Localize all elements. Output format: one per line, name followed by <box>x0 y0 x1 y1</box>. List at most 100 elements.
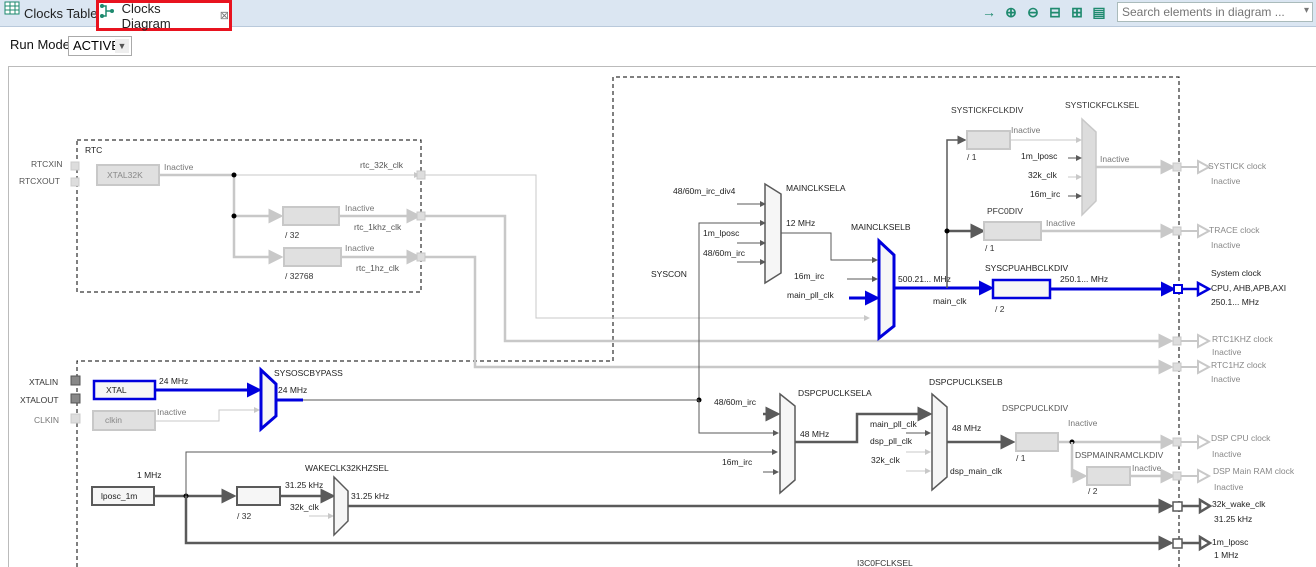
dspramdiv-block[interactable] <box>1086 466 1131 486</box>
pfc0div-block[interactable] <box>983 221 1042 241</box>
chevron-down-icon[interactable]: ▼ <box>115 39 129 53</box>
search-box[interactable]: ▾ <box>1117 2 1313 22</box>
search-input[interactable] <box>1118 3 1296 21</box>
pin-rtcxout: RTCXOUT <box>19 176 60 186</box>
rtc-out2: rtc_1khz_clk <box>354 222 402 232</box>
dspselb-mux[interactable] <box>931 392 948 492</box>
clkin-label: clkin <box>105 415 122 425</box>
dspsela-title: DSPCPUCLKSELA <box>798 388 872 398</box>
mainclkselb-out: 500.21... MHz <box>898 274 951 284</box>
wakesel-title: WAKECLK32KHZSEL <box>305 463 389 473</box>
zoom-out-icon[interactable]: ⊖ <box>1027 4 1039 20</box>
chevron-down-icon[interactable]: ▾ <box>1303 5 1309 16</box>
pin-xtalout: XTALOUT <box>20 395 59 405</box>
xtal-freq: 24 MHz <box>159 376 188 386</box>
dspsela-in1: 48/60m_irc <box>714 397 757 407</box>
rtc-div32768: / 32768 <box>285 271 314 281</box>
rtc-status2: Inactive <box>345 243 375 253</box>
out-lposc: 1m_lposc <box>1212 537 1249 547</box>
dspsela-out: 48 MHz <box>800 429 829 439</box>
out-dspram: DSP Main RAM clock <box>1213 466 1295 476</box>
rtc-title: RTC <box>85 145 102 155</box>
run-mode-label: Run Mode <box>10 37 70 52</box>
out-systick: SYSTICK clock <box>1208 161 1267 171</box>
xtal32k-label: XTAL32K <box>107 170 143 180</box>
systicksel-mux[interactable] <box>1081 117 1097 217</box>
pin-clkin: CLKIN <box>34 415 59 425</box>
dspramdiv-title: DSPMAINRAMCLKDIV <box>1075 450 1164 460</box>
dspramdiv-val: / 2 <box>1088 486 1098 496</box>
arrow-right-icon[interactable]: → <box>982 4 996 20</box>
dspsela-mux[interactable] <box>779 392 796 495</box>
mainclksela-out: 12 MHz <box>786 218 815 228</box>
pin-icon[interactable] <box>70 413 81 424</box>
tab-label: Clocks Diagram <box>121 0 171 31</box>
mainclksela-mux[interactable] <box>764 182 782 285</box>
tab-clocks-table[interactable]: Clocks Table <box>4 0 97 26</box>
systicksel-in3: 16m_irc <box>1030 189 1061 199</box>
out-system: System clock <box>1211 268 1262 278</box>
cpudiv-title: SYSCPUAHBCLKDIV <box>985 263 1068 273</box>
dspselb-title: DSPCPUCLKSELB <box>929 377 1003 387</box>
systickdiv-block[interactable] <box>966 130 1011 150</box>
dspselb-out: 48 MHz <box>952 423 981 433</box>
out-system-sub: CPU, AHB,APB,AXI <box>1211 283 1286 293</box>
rtc-div32: / 32 <box>285 230 299 240</box>
run-mode-value: ACTIVE <box>73 38 120 53</box>
dspcpudiv-status: Inactive <box>1068 418 1098 428</box>
cpudiv-out: 250.1... MHz <box>1060 274 1108 284</box>
dspselb-in1: main_pll_clk <box>870 419 918 429</box>
systicksel-status: Inactive <box>1100 154 1130 164</box>
mainclkselb-mux[interactable] <box>877 237 896 342</box>
out-wake-status: 31.25 kHz <box>1214 514 1252 524</box>
comment-icon[interactable]: ▤ <box>1092 4 1106 20</box>
sysoscbypass-mux[interactable] <box>259 366 278 433</box>
out-rtc1khz: RTC1KHZ clock <box>1212 334 1274 344</box>
zoom-in-icon[interactable]: ⊕ <box>1005 4 1017 20</box>
fit-width-icon[interactable]: ⊟ <box>1049 4 1061 20</box>
pin-icon[interactable] <box>70 393 81 404</box>
cpudiv-val: / 2 <box>995 304 1005 314</box>
tab-label: Clocks Table <box>24 5 98 21</box>
mainclksela-in3: 48/60m_irc <box>703 248 746 258</box>
rtc-div32-block[interactable] <box>282 206 340 226</box>
pfc0div-val: / 1 <box>985 243 995 253</box>
systickdiv-title: SYSTICKFCLKDIV <box>951 105 1024 115</box>
systicksel-in2: 32k_clk <box>1028 170 1058 180</box>
clkin-status: Inactive <box>157 407 187 417</box>
dspcpudiv-block[interactable] <box>1015 432 1059 452</box>
dspselb-in3: 32k_clk <box>871 455 901 465</box>
rtc-status1: Inactive <box>345 203 375 213</box>
pin-icon[interactable] <box>70 375 81 386</box>
run-mode-select[interactable]: ACTIVE ▼ <box>68 36 132 56</box>
dspcpudiv-val: / 1 <box>1016 453 1026 463</box>
wakesel-out: 31.25 kHz <box>351 491 389 501</box>
out-lposc-status: 1 MHz <box>1214 550 1239 560</box>
tab-clocks-diagram[interactable]: Clocks Diagram ⊠ <box>96 0 232 31</box>
sysoscbypass-out: 24 MHz <box>278 385 307 395</box>
wake-div: / 32 <box>237 511 251 521</box>
cpudiv-block[interactable] <box>991 278 1052 300</box>
dspselb-in2: dsp_pll_clk <box>870 436 913 446</box>
clkin-block[interactable] <box>92 410 156 431</box>
mainclksela-in2: 1m_lposc <box>703 228 740 238</box>
xtal-label: XTAL <box>106 385 127 395</box>
pin-icon[interactable] <box>70 177 80 187</box>
rtc-div32768-block[interactable] <box>283 247 342 267</box>
mainclkselb-in1: 16m_irc <box>794 271 825 281</box>
wake-div-block[interactable] <box>236 486 281 506</box>
wakesel-mux[interactable] <box>333 475 349 537</box>
close-icon[interactable]: ⊠ <box>219 10 229 22</box>
dsp-main-clk: dsp_main_clk <box>950 466 1003 476</box>
fit-height-icon[interactable]: ⊞ <box>1071 4 1083 20</box>
syscon-group <box>612 76 1180 567</box>
wake-div-out: 31.25 kHz <box>285 480 323 490</box>
pin-icon[interactable] <box>70 161 80 171</box>
table-icon <box>4 1 20 21</box>
i3c-title: I3C0FCLKSEL <box>857 558 913 567</box>
out-rtc1hz: RTC1HZ clock <box>1211 360 1267 370</box>
diagram-toolbar: → ⊕ ⊖ ⊟ ⊞ ▤ <box>980 3 1108 21</box>
out-dspram-status: Inactive <box>1214 482 1244 492</box>
mainclksela-title: MAINCLKSELA <box>786 183 846 193</box>
main-clk-label: main_clk <box>933 296 967 306</box>
